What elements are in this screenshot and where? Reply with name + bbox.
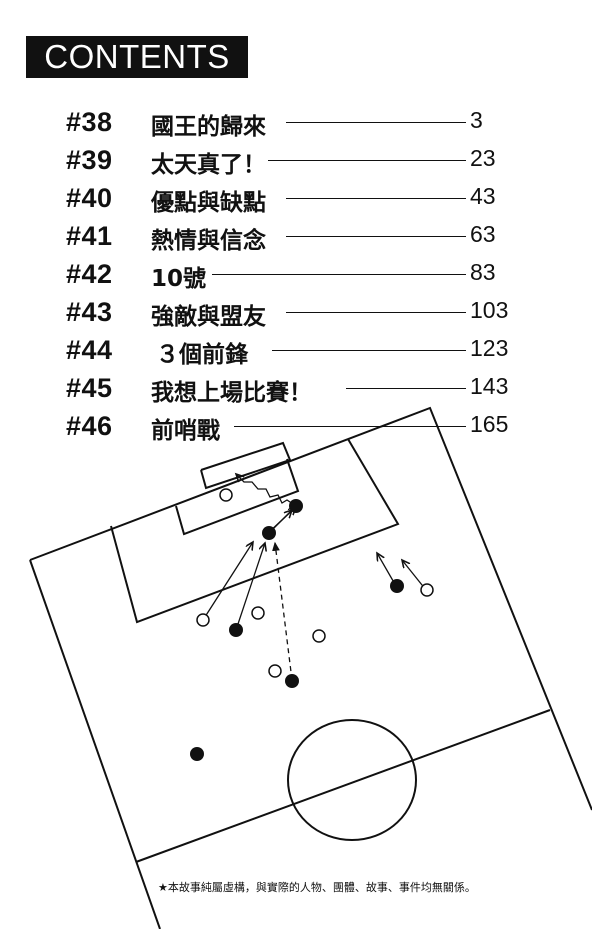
center-circle (287, 719, 417, 841)
page-number: 23 (470, 145, 496, 171)
toc-entry[interactable]: #43 強敵與盟友 103 (0, 293, 592, 331)
toc-entry[interactable]: #46 前哨戰 165 (0, 407, 592, 445)
player-black (262, 526, 276, 540)
toc-entry[interactable]: #45 我想上場比賽！ 143 (0, 369, 592, 407)
page-number: 43 (470, 183, 496, 209)
player-black (190, 747, 204, 761)
chapter-number: #42 (66, 259, 113, 289)
leader-line (286, 236, 466, 237)
page-title: CONTENTS (26, 36, 248, 78)
page-number: 83 (470, 259, 496, 285)
toc-entry[interactable]: #41 熱情與信念 63 (0, 217, 592, 255)
goal (200, 441, 292, 490)
chapter-title: 優點與缺點 (151, 190, 266, 216)
page-number: 103 (470, 297, 509, 323)
left-touchline (29, 559, 161, 929)
leader-line (272, 350, 466, 351)
page-number: 63 (470, 221, 496, 247)
player-white (420, 583, 434, 597)
leader-line (268, 160, 466, 161)
chapter-number: #41 (66, 221, 113, 251)
toc-entry[interactable]: #44 ３個前鋒 123 (0, 331, 592, 369)
player-black (289, 499, 303, 513)
chapter-number: #43 (66, 297, 113, 327)
chapter-title: 強敵與盟友 (151, 304, 266, 330)
toc-entry[interactable]: #38 國王的歸來 3 (0, 103, 592, 141)
player-black (229, 623, 243, 637)
leader-line (286, 312, 466, 313)
run-arrow (402, 560, 427, 591)
leader-line (346, 388, 466, 389)
chapter-number: #39 (66, 145, 113, 175)
chapter-number: #44 (66, 335, 113, 365)
shot-zigzag (236, 474, 297, 507)
page-number: 123 (470, 335, 509, 361)
chapter-number: #45 (66, 373, 113, 403)
halfway-line (135, 709, 551, 863)
chapter-number: #46 (66, 411, 113, 441)
player-white (196, 613, 210, 627)
leader-line (234, 426, 466, 427)
players (190, 488, 434, 761)
player-white (268, 664, 282, 678)
chapter-title: 前哨戰 (151, 418, 220, 444)
chapter-title: 太天真了！ (151, 152, 266, 178)
player-black (390, 579, 404, 593)
player-white (219, 488, 233, 502)
chapter-number: #40 (66, 183, 113, 213)
chapter-title: 熱情與信念 (151, 228, 266, 254)
goal-area (175, 458, 300, 536)
toc-entry[interactable]: #42 10號 83 (0, 255, 592, 293)
leader-line (212, 274, 466, 275)
leader-line (286, 122, 466, 123)
disclaimer-text: ★本故事純屬虛構，與實際的人物、團體、故事、事件均無關係。 (158, 881, 476, 894)
chapter-title: 我想上場比賽！ (151, 380, 312, 406)
penalty-area (110, 438, 400, 624)
chapter-title: ３個前鋒 (156, 342, 248, 368)
page-number: 165 (470, 411, 509, 437)
chapter-title: 10號 (151, 266, 207, 292)
pass-arrow (202, 542, 253, 621)
run-arrow (235, 543, 265, 631)
leader-line (286, 198, 466, 199)
player-white (312, 629, 326, 643)
pitch-boundary (29, 406, 592, 811)
toc-entry[interactable]: #39 太天真了！ 23 (0, 141, 592, 179)
chapter-number: #38 (66, 107, 113, 137)
page-number: 3 (470, 107, 483, 133)
page-number: 143 (470, 373, 509, 399)
player-black (285, 674, 299, 688)
chapter-title: 國王的歸來 (151, 114, 266, 140)
player-white (251, 606, 265, 620)
pitch-lines (29, 406, 592, 929)
toc-entry[interactable]: #40 優點與缺點 43 (0, 179, 592, 217)
